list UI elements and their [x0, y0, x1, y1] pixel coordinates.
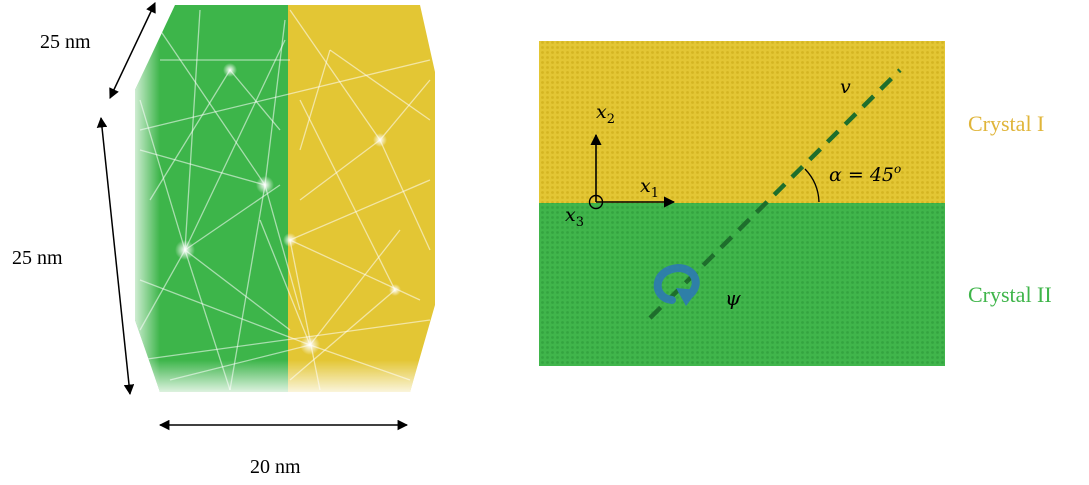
height-label: 25 nm [12, 247, 63, 269]
rotation-psi-label: ψ [725, 286, 741, 310]
crystal-ii-label: Crystal II [968, 282, 1052, 307]
height-dimension-arrow [96, 116, 135, 396]
crystal-lower-region [539, 203, 945, 366]
x1-axis-label: x1 [640, 175, 659, 201]
depth-label: 25 nm [40, 31, 91, 53]
dislocation-nodes [175, 63, 401, 355]
x3-axis-symbol [588, 194, 604, 210]
x2-axis-label: x2 [596, 101, 615, 127]
bicrystal-3d-view: 25 nm 25 nm 20 nm [12, 2, 435, 478]
depth-dimension-arrow [109, 2, 156, 99]
x3-axis-label: x3 [565, 204, 584, 230]
angle-label: α = 45o [829, 162, 901, 186]
yellow-crystal-half [288, 5, 435, 392]
dislocation-lines [139, 9, 431, 391]
crystal-i-label: Crystal I [968, 111, 1044, 136]
angle-arc [804, 168, 820, 203]
rotation-psi-arrow [653, 263, 700, 306]
direction-v-label: v [840, 76, 851, 98]
crystal-upper-region [539, 41, 945, 203]
bicrystal-2d-view: x2 x1 x3 v α = 45o ψ [539, 41, 945, 366]
width-label: 20 nm [250, 456, 301, 478]
